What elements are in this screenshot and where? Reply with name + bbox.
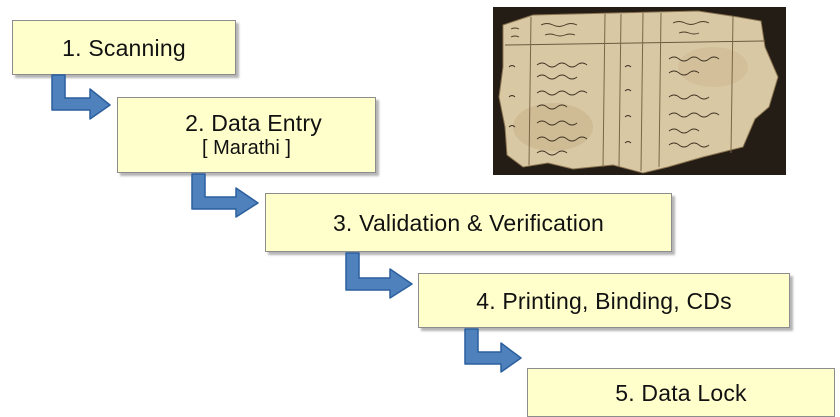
step-printing-box: 4. Printing, Binding, CDs <box>418 273 790 328</box>
step-data-lock-label: 5. Data Lock <box>615 379 747 406</box>
step-data-lock-box: 5. Data Lock <box>527 368 835 417</box>
old-handwritten-register-photo-icon <box>493 7 786 175</box>
arrow-step3-to-step4-icon <box>345 252 413 299</box>
arrow-step4-to-step5-icon <box>464 328 522 373</box>
step-printing-label: 4. Printing, Binding, CDs <box>476 287 732 314</box>
step-validation-label: 3. Validation & Verification <box>332 209 605 236</box>
step-validation-box: 3. Validation & Verification <box>265 193 672 252</box>
arrow-step2-to-step3-icon <box>191 173 259 218</box>
arrow-step1-to-step2-icon <box>51 74 111 120</box>
step-scanning-box: 1. Scanning <box>12 20 236 75</box>
step-data-entry-box: 2. Data Entry [ Marathi ] <box>117 97 376 173</box>
step-scanning-label: 1. Scanning <box>62 34 186 61</box>
step-data-entry-language: [ Marathi ] <box>202 137 291 159</box>
step-data-entry-label: 2. Data Entry <box>185 110 322 136</box>
old-handwritten-register-photo <box>493 7 786 175</box>
